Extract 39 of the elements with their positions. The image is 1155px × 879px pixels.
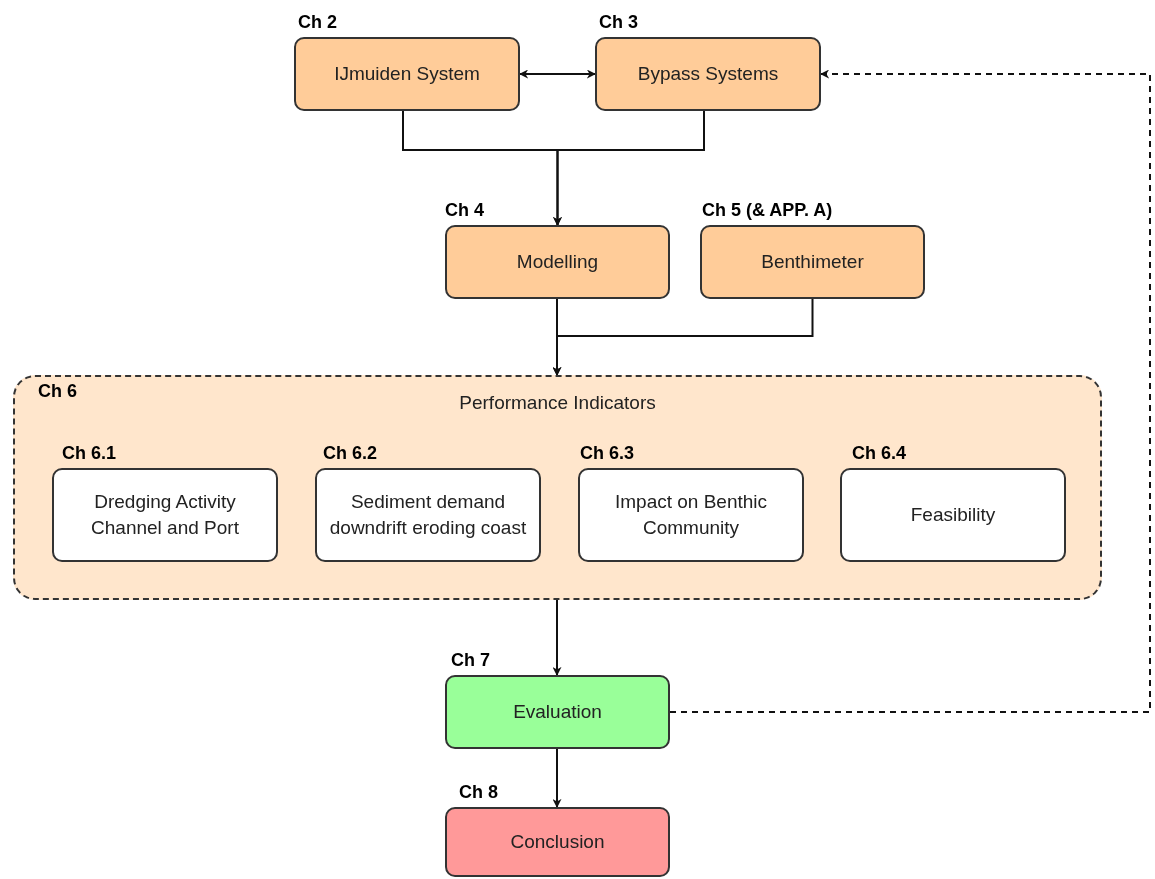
box-text: Feasibility (910, 503, 996, 527)
chapter-label: Ch 4 (445, 201, 484, 219)
box-text: Modelling (516, 250, 599, 274)
chapter-label: Ch 8 (459, 783, 498, 801)
process-box (578, 468, 804, 562)
arrow (552, 748, 562, 808)
box-text: Benthimeter (761, 250, 864, 274)
chapter-label: Ch 2 (298, 13, 337, 31)
chapter-label: Ch 3 (599, 13, 638, 31)
chapter-label: Ch 5 (& APP. A) (702, 201, 833, 219)
chapter-label: Ch 6.4 (852, 444, 907, 462)
arrow (552, 599, 562, 676)
chapter-label: Ch 6 (38, 380, 77, 403)
box-text: Impact on Benthic Community (613, 490, 769, 540)
arrow (553, 110, 705, 226)
process-box (840, 468, 1066, 562)
chapter-label: Ch 6.3 (580, 444, 635, 462)
process-box (294, 37, 520, 111)
process-box (445, 675, 670, 749)
process-box (445, 807, 670, 877)
chapter-label: Ch 6.2 (323, 444, 378, 462)
chapter-label: Ch 7 (451, 651, 490, 669)
process-box (52, 468, 278, 562)
process-box (595, 37, 821, 111)
arrow (552, 298, 814, 376)
box-text: Dredging Activity Channel and Port (90, 490, 240, 540)
group-panel (13, 375, 1102, 600)
process-box (445, 225, 670, 299)
arrow (669, 69, 1151, 713)
arrow (519, 69, 596, 79)
process-box (700, 225, 925, 299)
chapter-label: Ch 6.1 (62, 444, 117, 462)
box-text: IJmuiden System (334, 62, 480, 86)
box-text: Evaluation (513, 700, 602, 724)
box-text: Conclusion (510, 830, 605, 854)
box-text: Sediment demand downdrift eroding coast (328, 490, 528, 540)
group-title: Performance Indicators (459, 391, 656, 415)
process-box (315, 468, 541, 562)
box-text: Bypass Systems (637, 62, 779, 86)
